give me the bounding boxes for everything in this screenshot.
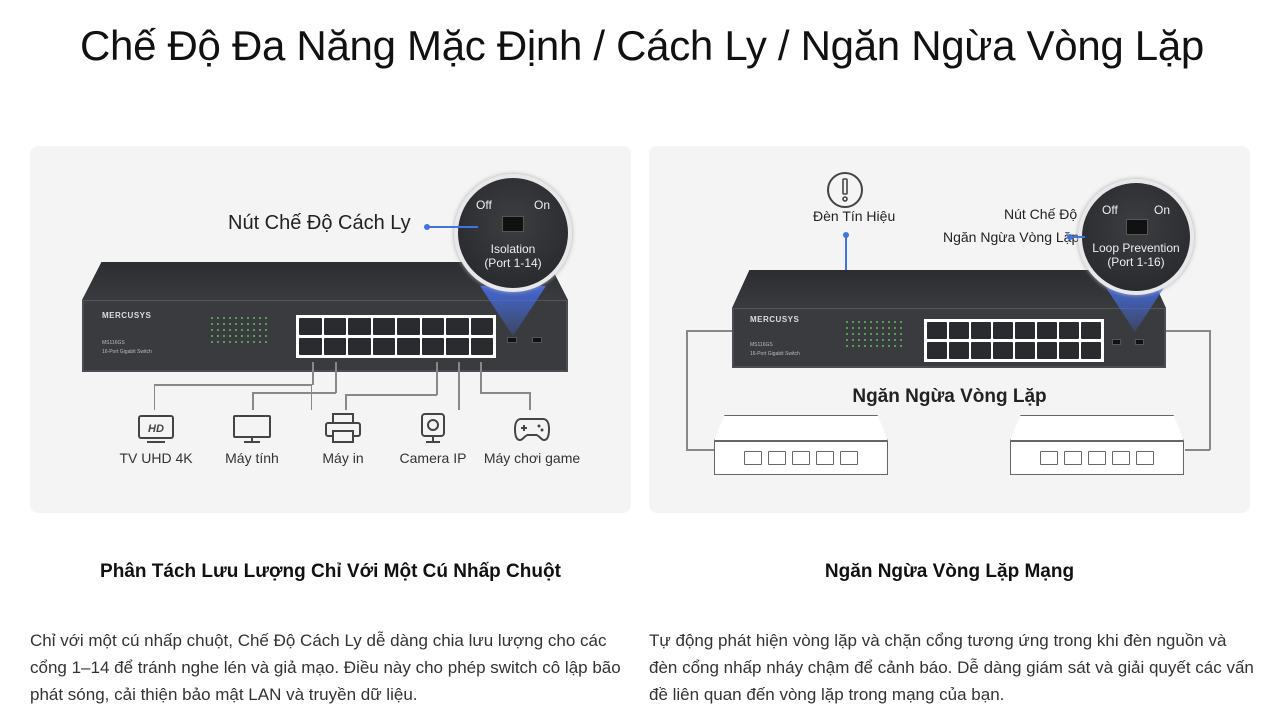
- ethernet-port: [299, 318, 322, 335]
- brand-logo: MERCUSYS: [750, 315, 800, 324]
- svg-text:HD: HD: [148, 423, 164, 435]
- isolation-switch: [1112, 339, 1121, 345]
- ethernet-port: [1015, 342, 1035, 359]
- warning-icon: [827, 172, 863, 208]
- model-desc: 16-Port Gigabit Switch: [102, 349, 152, 355]
- page-title: Chế Độ Đa Năng Mặc Định / Cách Ly / Ngăn…: [80, 22, 1204, 69]
- network-switch-right: [1010, 415, 1184, 475]
- ethernet-port: [993, 342, 1013, 359]
- device-label: Máy in: [322, 450, 364, 466]
- loop-heading: Ngăn Ngừa Vòng Lặp Mạng: [824, 561, 1075, 582]
- ethernet-port: [348, 318, 371, 335]
- ethernet-port: [971, 322, 991, 339]
- ethernet-port: [949, 322, 969, 339]
- isolation-heading: Phân Tách Lưu Lượng Chỉ Với Một Cú Nhấp …: [100, 561, 561, 582]
- gamepad-icon: [513, 418, 551, 442]
- ethernet-port: [1037, 322, 1057, 339]
- ethernet-port: [299, 338, 322, 355]
- ethernet-port: [470, 318, 493, 335]
- ethernet-port: [1037, 342, 1057, 359]
- status-leds: [209, 315, 269, 343]
- ethernet-port: [397, 318, 420, 335]
- model-name: MS116GS: [750, 342, 773, 348]
- model-desc: 16-Port Gigabit Switch: [750, 351, 800, 357]
- ethernet-port: [372, 338, 395, 355]
- ethernet-port: [993, 322, 1013, 339]
- device-printer: Máy in: [293, 412, 393, 466]
- ethernet-port: [949, 342, 969, 359]
- isolation-description: Chỉ với một cú nhấp chuột, Chế Độ Cách L…: [30, 631, 621, 704]
- device-label: Máy tính: [225, 450, 279, 466]
- signal-light-label: Đèn Tín Hiệu: [813, 208, 896, 224]
- device-label: Camera IP: [399, 450, 467, 466]
- ethernet-port: [1059, 322, 1079, 339]
- ip-camera-icon: [421, 413, 445, 443]
- network-switch-left: [714, 415, 888, 475]
- ethernet-port: [1015, 322, 1035, 339]
- isolation-button-label: Nút Chế Độ Cách Ly: [228, 212, 411, 234]
- printer-icon: [325, 413, 361, 443]
- isolation-switch: [507, 337, 517, 343]
- device-camera: Camera IP: [383, 412, 483, 466]
- device-computer: Máy tính: [202, 414, 302, 466]
- ethernet-port: [372, 318, 395, 335]
- loop-button-label-2: Ngăn Ngừa Vòng Lặp: [943, 229, 1080, 245]
- ethernet-port: [446, 338, 469, 355]
- loop-prevention-label: Ngăn Ngừa Vòng Lặp: [852, 386, 1047, 407]
- ethernet-port: [323, 318, 346, 335]
- ethernet-port: [348, 338, 371, 355]
- brand-logo: MERCUSYS: [102, 311, 152, 320]
- loop-description: Tự động phát hiện vòng lặp và chặn cổng …: [649, 631, 1254, 704]
- loop-button-label-1: Nút Chế Độ: [1004, 206, 1078, 222]
- ethernet-port: [446, 318, 469, 335]
- ethernet-port: [971, 342, 991, 359]
- ethernet-port: [397, 338, 420, 355]
- device-label: Máy chơi game: [483, 450, 581, 466]
- switch-device: MERCUSYS MS116GS 16-Port Gigabit Switch: [82, 262, 568, 372]
- ethernet-port: [927, 342, 947, 359]
- model-name: MS116GS: [102, 340, 125, 346]
- loop-prevention-illustration: Đèn Tín Hiệu Nút Chế Độ Ngăn Ngừa Vòng L…: [649, 146, 1250, 513]
- loop-switch: [532, 337, 542, 343]
- device-tv: HD TV UHD 4K: [106, 414, 206, 466]
- device-label: TV UHD 4K: [119, 450, 193, 466]
- ethernet-ports: [296, 315, 496, 358]
- ethernet-ports: [924, 319, 1104, 362]
- loop-switch: [1135, 339, 1144, 345]
- isolation-switch-zoom: Off On Isolation (Port 1-14): [454, 174, 572, 292]
- switch-device: MERCUSYS MS116GS 16-Port Gigabit Switch: [732, 270, 1166, 368]
- ethernet-port: [1081, 322, 1101, 339]
- ethernet-port: [1059, 342, 1079, 359]
- ethernet-port: [323, 338, 346, 355]
- ethernet-port: [421, 338, 444, 355]
- computer-icon: [233, 415, 271, 443]
- isolation-mode-illustration: MERCUSYS MS116GS 16-Port Gigabit Switch O…: [30, 146, 631, 513]
- ethernet-port: [470, 338, 493, 355]
- loop-switch-zoom: Off On Loop Prevention (Port 1-16): [1078, 179, 1194, 295]
- tv-hd-icon: HD: [138, 415, 174, 443]
- status-leds: [844, 319, 904, 347]
- device-game-console: Máy chơi game: [476, 414, 588, 466]
- ethernet-port: [421, 318, 444, 335]
- ethernet-port: [927, 322, 947, 339]
- ethernet-port: [1081, 342, 1101, 359]
